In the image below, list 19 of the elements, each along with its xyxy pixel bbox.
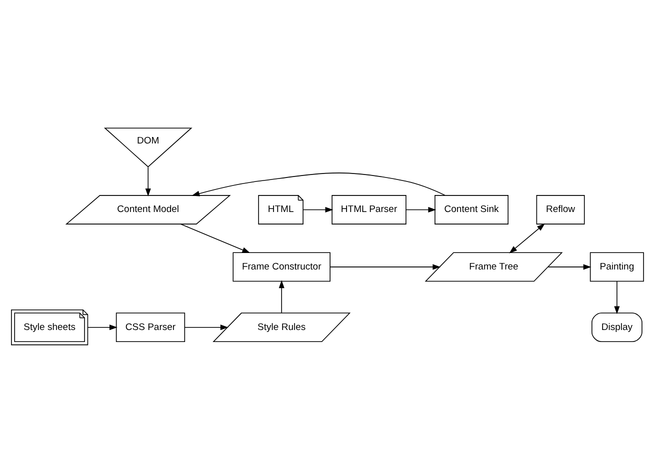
node-box: Content Sink — [434, 195, 508, 224]
node-box: Frame Constructor — [232, 252, 330, 282]
arrow — [180, 224, 250, 254]
arrow — [302, 206, 334, 213]
arrow — [87, 324, 118, 330]
node-box: Reflow — [536, 195, 585, 224]
arrow — [278, 280, 284, 314]
arrow — [330, 264, 441, 270]
arrow — [406, 206, 436, 213]
arrow — [184, 324, 228, 330]
node-box: CSS Parser — [116, 312, 186, 342]
node-box: HTML Parser — [332, 195, 406, 224]
arrow — [614, 280, 620, 314]
arrow — [145, 166, 151, 196]
arrow — [548, 264, 592, 270]
node-box: Painting — [590, 252, 644, 282]
node-box: Display — [592, 312, 642, 342]
arrow — [192, 172, 446, 196]
arrow — [509, 224, 545, 254]
